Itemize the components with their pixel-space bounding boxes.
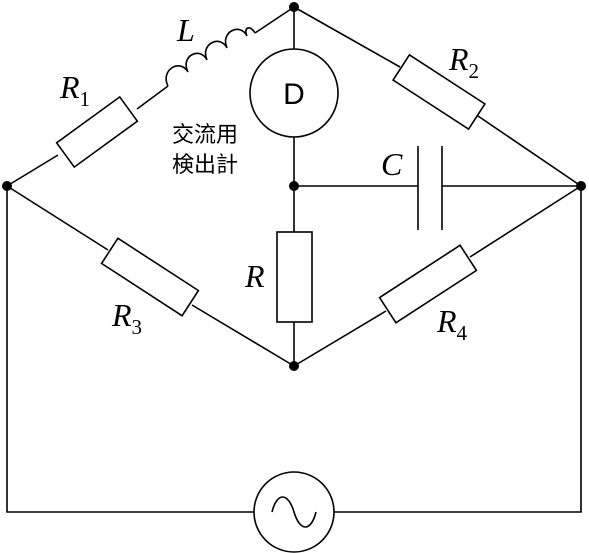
ac-source [253, 471, 335, 553]
resistor-r2 [391, 53, 487, 131]
label-r1-main: R [59, 69, 80, 105]
wire-bottom-to-r4 [293, 310, 387, 367]
wire-r2-to-right [477, 115, 582, 187]
detector-symbol: D [283, 78, 305, 111]
node-middle [289, 181, 299, 191]
capacitor-c [417, 146, 443, 230]
wire-r4-to-right [469, 185, 582, 258]
label-r1: R1 [59, 69, 90, 111]
node-bottom [289, 361, 299, 371]
inductor-l [165, 27, 256, 87]
wire-source-loop-right [334, 186, 582, 513]
resistor-r3 [100, 237, 200, 317]
label-r4-main: R [436, 303, 457, 339]
label-r4-sub: 4 [457, 321, 468, 345]
wire-top-to-r2 [293, 6, 401, 68]
node-right [576, 181, 586, 191]
detector-caption-line2: 検出計 [172, 153, 238, 178]
wire-source-loop-left [6, 186, 254, 513]
wire-left-to-r3 [6, 185, 109, 251]
label-r2: R2 [448, 41, 479, 83]
label-r1-sub: 1 [80, 87, 91, 111]
label-l: L [176, 12, 195, 48]
wire-left-to-r1 [6, 154, 59, 187]
node-left [2, 181, 12, 191]
resistor-r [276, 231, 313, 323]
junction-dots [2, 2, 586, 371]
node-top [289, 2, 299, 12]
label-r4: R4 [436, 303, 468, 345]
resistor-r4 [378, 244, 478, 324]
wire-r1-to-inductor [136, 85, 169, 110]
label-r3-sub: 3 [132, 315, 143, 339]
wire-inductor-to-top [254, 6, 295, 34]
sine-wave-icon [271, 496, 317, 528]
wires [6, 6, 582, 513]
resistor-r1 [55, 95, 139, 169]
label-c: C [381, 146, 403, 182]
ac-detector: D [249, 48, 339, 138]
label-r3-main: R [111, 297, 132, 333]
wire-r3-to-bottom [191, 304, 295, 367]
detector-circle [249, 48, 339, 138]
label-r2-sub: 2 [469, 59, 480, 83]
label-r: R [244, 258, 265, 294]
label-r3: R3 [111, 297, 142, 339]
detector-caption-line1: 交流用 [172, 123, 238, 148]
label-r2-main: R [448, 41, 469, 77]
